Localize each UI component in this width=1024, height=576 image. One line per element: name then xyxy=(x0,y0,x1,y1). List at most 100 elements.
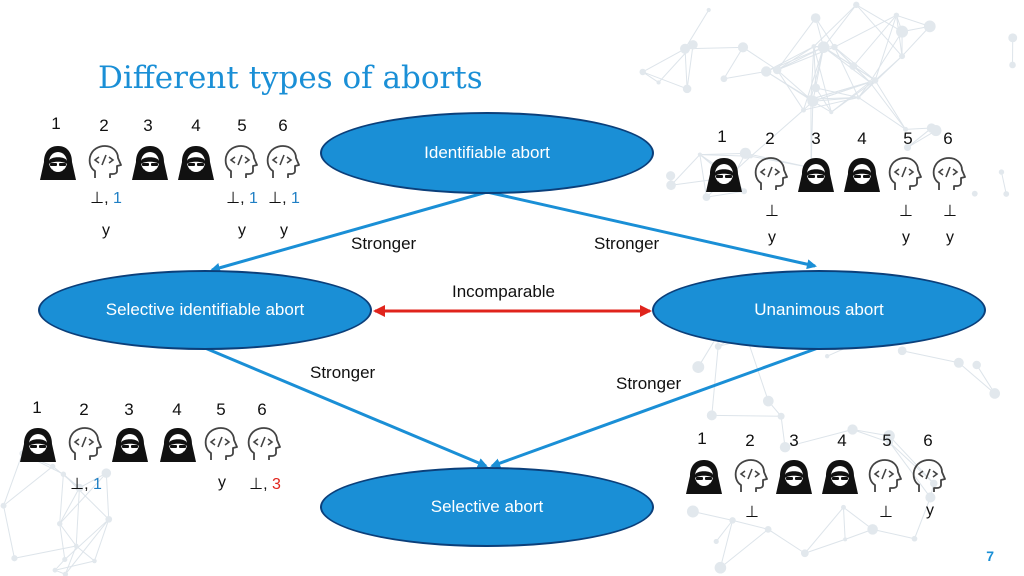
corrupt-party-hacker-icon xyxy=(704,157,744,193)
network-node xyxy=(772,65,782,75)
edge-label-top-left: Stronger xyxy=(351,234,417,253)
corrupt-party-hacker-icon xyxy=(38,145,78,181)
network-edge xyxy=(776,69,804,111)
honest-party-coder-icon xyxy=(732,459,772,495)
corrupt-party-hacker-icon xyxy=(684,459,724,495)
network-edge xyxy=(684,9,710,50)
party-number: 1 xyxy=(51,114,61,133)
network-edge xyxy=(804,507,844,554)
output-value: y xyxy=(280,222,288,239)
network-node xyxy=(741,188,748,195)
network-edge xyxy=(699,154,707,198)
party-output: ⊥ xyxy=(879,502,893,522)
network-node xyxy=(853,1,860,9)
network-node xyxy=(62,571,69,576)
network-edge xyxy=(776,46,815,71)
network-node xyxy=(764,525,772,533)
edge-label-bottom-right: Stronger xyxy=(616,374,682,393)
honest-party-coder-icon xyxy=(245,427,285,463)
network-node xyxy=(680,43,691,54)
network-edge xyxy=(813,4,857,47)
network-node xyxy=(50,463,56,470)
network-node xyxy=(57,520,63,527)
arrow-unanimous-to-selective xyxy=(490,346,819,468)
network-edge xyxy=(711,346,719,416)
network-node xyxy=(831,43,838,51)
network-node xyxy=(841,504,846,510)
network-node xyxy=(714,342,722,350)
network-edge xyxy=(852,429,890,437)
network-node xyxy=(666,171,676,181)
party-number: 5 xyxy=(882,431,892,450)
network-node xyxy=(806,95,815,104)
network-edge xyxy=(732,519,769,530)
network-node xyxy=(824,353,830,359)
network-node xyxy=(871,77,879,84)
output-value: y xyxy=(218,474,226,491)
network-edge xyxy=(855,4,903,57)
corrupt-party-hacker-icon xyxy=(796,157,836,193)
network-edge xyxy=(958,362,996,394)
party-output: y xyxy=(102,222,110,240)
network-edge xyxy=(699,152,746,156)
network-edge xyxy=(858,79,876,98)
network-node xyxy=(847,424,858,435)
honest-party-coder-icon xyxy=(866,459,906,495)
network-edge xyxy=(642,48,686,73)
party-output: y xyxy=(926,502,934,520)
corrupt-party-hacker-icon xyxy=(130,145,170,181)
corrupt-party-hacker-icon xyxy=(820,459,860,495)
edge-label-top-right: Stronger xyxy=(594,234,660,253)
identified-party-id: 1 xyxy=(248,190,258,207)
network-node xyxy=(856,95,861,100)
arrow-identifiable-to-selective-identifiable xyxy=(210,190,488,273)
network-node xyxy=(829,110,834,115)
network-edge xyxy=(670,154,701,186)
network-edge xyxy=(14,545,77,559)
party-number: 1 xyxy=(697,429,707,448)
network-node xyxy=(886,439,894,446)
output-value: ⊥, xyxy=(70,476,93,493)
network-edge xyxy=(59,523,77,547)
network-node xyxy=(893,12,900,19)
network-node xyxy=(817,41,830,54)
network-edge xyxy=(75,487,80,547)
network-edge xyxy=(715,520,733,542)
node-selective-identifiable-abort: Selective identifiable abort xyxy=(38,270,372,350)
network-edge xyxy=(843,506,873,530)
network-edge xyxy=(914,497,931,539)
network-node xyxy=(692,361,705,374)
network-edge xyxy=(902,350,959,364)
network-edge xyxy=(810,96,859,100)
network-node xyxy=(762,395,774,407)
network-node xyxy=(714,561,727,574)
network-node xyxy=(811,83,821,93)
party-number: 3 xyxy=(124,400,134,419)
network-node xyxy=(903,143,912,152)
network-node xyxy=(75,483,84,492)
network-node xyxy=(800,549,809,558)
network-node xyxy=(666,180,676,191)
network-node xyxy=(702,193,711,202)
party-output: ⊥, 3 xyxy=(249,474,281,494)
network-edge xyxy=(834,14,897,48)
network-edge xyxy=(711,414,782,417)
network-edge xyxy=(59,472,107,525)
network-edge xyxy=(719,520,734,568)
network-node xyxy=(810,13,821,23)
network-node xyxy=(989,388,1001,399)
output-value: y xyxy=(926,502,934,519)
network-edge xyxy=(815,17,835,48)
party-output: y xyxy=(902,229,910,247)
network-edge xyxy=(692,511,733,521)
honest-party-coder-icon xyxy=(202,427,242,463)
network-node xyxy=(1003,191,1010,197)
network-node xyxy=(713,538,719,545)
network-edge xyxy=(684,48,688,89)
honest-party-coder-icon xyxy=(886,157,926,193)
output-value: ⊥ xyxy=(765,203,779,220)
party-output: y xyxy=(768,229,776,247)
network-node xyxy=(972,360,981,370)
party-number: 3 xyxy=(811,129,821,148)
network-edge xyxy=(3,465,54,507)
